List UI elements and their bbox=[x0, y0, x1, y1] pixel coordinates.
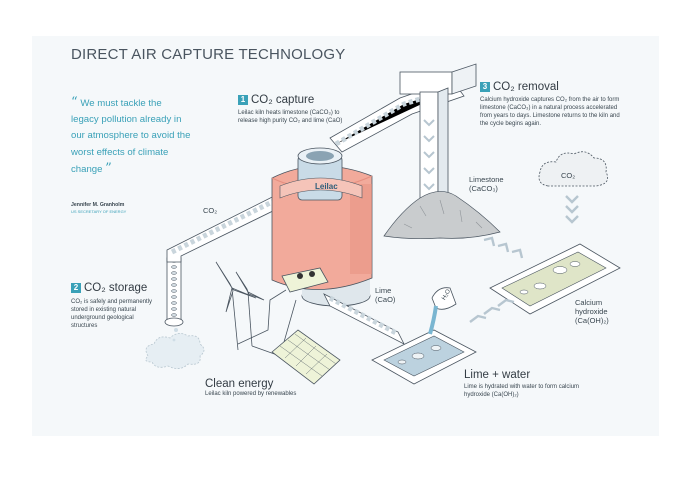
co2-cloud-label: CO₂ bbox=[561, 171, 576, 180]
solar-panel bbox=[271, 329, 341, 385]
calcium-hydroxide-name: Calcium hydroxide bbox=[575, 298, 608, 316]
calcium-hydroxide-formula: (Ca(OH)₂) bbox=[575, 316, 609, 325]
step-number-badge: 2 bbox=[71, 283, 81, 293]
quote-author-role: US SECRETARY OF ENERGY bbox=[71, 209, 127, 214]
quote-open-mark: “ bbox=[71, 95, 78, 110]
limestone-heap bbox=[383, 191, 501, 240]
power-cable bbox=[237, 289, 287, 345]
clean-energy-block: Clean energy Leilac kiln powered by rene… bbox=[205, 378, 365, 398]
lime-formula: (CaO) bbox=[375, 295, 396, 304]
arrow-to-tray bbox=[469, 298, 515, 323]
step-title: CO₂ removal bbox=[493, 81, 559, 93]
underground-storage-bubbles bbox=[145, 318, 205, 369]
clean-energy-title: Clean energy bbox=[205, 378, 274, 390]
step-title: CO₂ capture bbox=[251, 94, 315, 106]
quote-text: We must tackle the legacy pollution alre… bbox=[71, 98, 191, 175]
wind-turbines bbox=[215, 261, 265, 351]
limestone-label: Limestone (CaCO₃) bbox=[469, 175, 529, 193]
quote-author: Jennifer M. Granholm bbox=[71, 202, 125, 208]
lime-conveyor bbox=[323, 293, 405, 345]
lime-water-tray bbox=[371, 329, 477, 385]
lime-water-description: Lime is hydrated with water to form calc… bbox=[464, 384, 580, 398]
limestone-formula: (CaCO₃) bbox=[469, 184, 498, 193]
kiln-label: Leilac bbox=[315, 182, 338, 191]
clean-energy-description: Leilac kiln powered by renewables bbox=[205, 391, 297, 397]
step-title: CO₂ storage bbox=[84, 282, 148, 294]
quote-block: “ We must tackle the legacy pollution al… bbox=[71, 95, 191, 178]
co2-pipe-label: CO₂ bbox=[203, 206, 218, 215]
arrow-to-heap bbox=[483, 236, 524, 259]
step-number-badge: 1 bbox=[238, 95, 248, 105]
step-number-badge: 3 bbox=[480, 82, 490, 92]
quote-close-mark: ” bbox=[105, 160, 112, 176]
lime-label: Lime (CaO) bbox=[375, 286, 415, 304]
step-description: Leilac kiln heats limestone (CaCO₃) to r… bbox=[238, 110, 343, 124]
lime-name: Lime bbox=[375, 286, 392, 295]
water-jug bbox=[428, 287, 457, 335]
calcium-hydroxide-label: Calcium hydroxide (Ca(OH)₂) bbox=[575, 298, 633, 325]
step-description: CO₂ is safely and permanently stored in … bbox=[71, 299, 153, 329]
limestone-name: Limestone bbox=[469, 175, 504, 184]
co2-cloud bbox=[538, 151, 609, 224]
calcium-hydroxide-tray bbox=[489, 243, 621, 315]
page-title: DIRECT AIR CAPTURE TECHNOLOGY bbox=[71, 46, 346, 63]
leilac-kiln bbox=[271, 147, 373, 307]
lime-water-title: Lime + water bbox=[464, 369, 531, 381]
limestone-conveyor bbox=[329, 63, 477, 201]
lime-water-block: Lime + water Lime is hydrated with water… bbox=[464, 369, 594, 399]
step-description: Calcium hydroxide captures CO₂ from the … bbox=[480, 97, 620, 127]
